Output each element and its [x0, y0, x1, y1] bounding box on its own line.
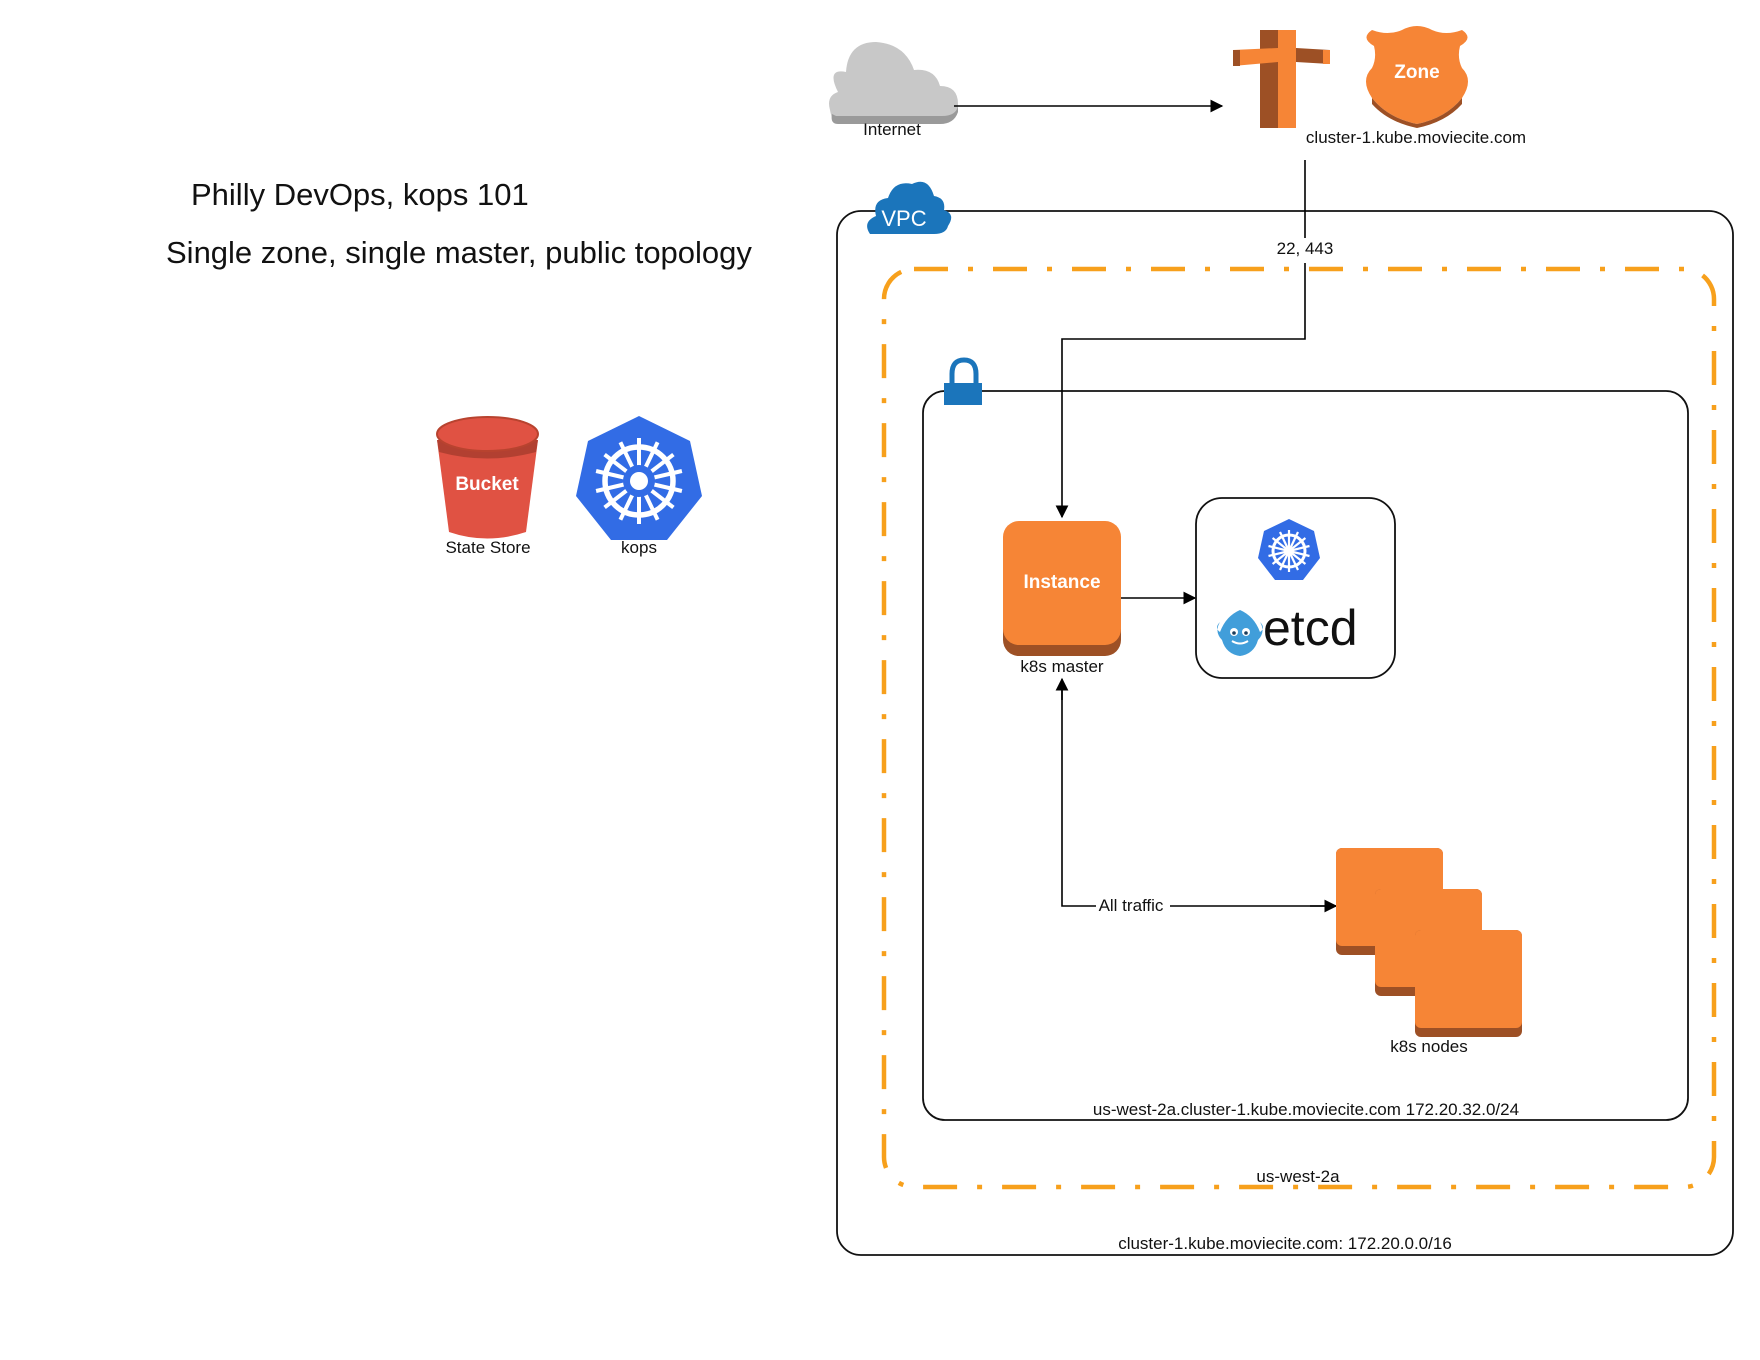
- master-instance-text: Instance: [1023, 572, 1100, 593]
- k8s-nodes-label: k8s nodes: [1390, 1037, 1468, 1056]
- bucket-icon: Bucket: [436, 416, 539, 539]
- lock-icon: [944, 357, 982, 405]
- etcd-logo-icon: [1217, 610, 1263, 656]
- master-nodes-traffic-arrow: [1061, 680, 1336, 907]
- internet-label: Internet: [863, 120, 921, 139]
- vpc-label: cluster-1.kube.moviecite.com: 172.20.0.0…: [1118, 1234, 1452, 1253]
- vpc-badge-text: VPC: [881, 206, 926, 231]
- zone-icon-text: Zone: [1394, 62, 1439, 83]
- availability-zone-label: us-west-2a: [1256, 1167, 1340, 1186]
- vpc-badge-icon: VPC: [867, 181, 952, 234]
- diagram-title: Philly DevOps, kops 101: [191, 177, 529, 212]
- bucket-icon-text: Bucket: [455, 474, 519, 495]
- route53-domain-label: cluster-1.kube.moviecite.com: [1306, 128, 1526, 147]
- subnet-container: [922, 390, 1689, 1121]
- vpc-container: [836, 210, 1734, 1256]
- kops-label: kops: [621, 538, 657, 557]
- availability-zone-container: [881, 266, 1717, 1190]
- route53-icon: [1233, 30, 1330, 128]
- etcd-kubernetes-icon: [1258, 519, 1320, 580]
- k8s-nodes-icon: [1336, 848, 1522, 1037]
- kubernetes-kops-icon: [576, 416, 702, 540]
- etcd-logo-text: etcd: [1263, 600, 1358, 656]
- subnet-label: us-west-2a.cluster-1.kube.moviecite.com …: [1093, 1100, 1519, 1119]
- zone-shield-icon: Zone: [1366, 26, 1468, 128]
- route53-to-master-arrow: [1062, 160, 1306, 517]
- diagram-subtitle: Single zone, single master, public topol…: [166, 235, 752, 270]
- ports-label: 22, 443: [1277, 239, 1334, 258]
- master-instance-icon: Instance: [1003, 521, 1121, 656]
- all-traffic-label: All traffic: [1099, 896, 1164, 915]
- internet-cloud-icon: [829, 42, 958, 124]
- state-store-label: State Store: [445, 538, 530, 557]
- master-label: k8s master: [1020, 657, 1103, 676]
